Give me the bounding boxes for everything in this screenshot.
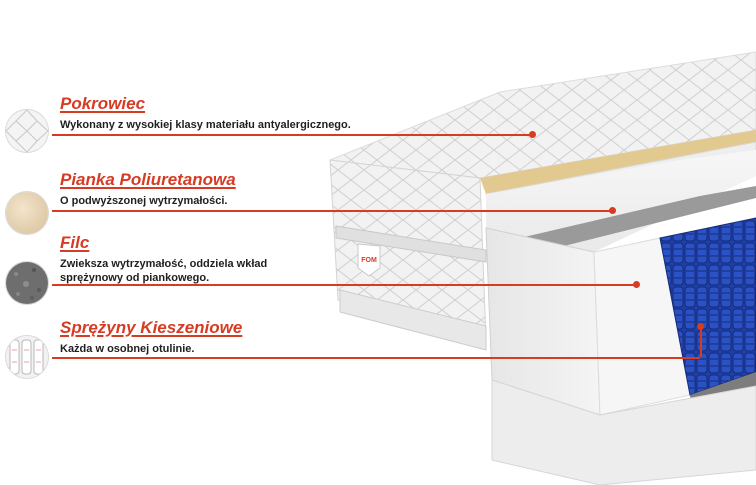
svg-text:FOM: FOM — [361, 257, 377, 264]
pocket-springs — [659, 217, 756, 396]
layer-description: Wykonany z wysokiej klasy materiału anty… — [60, 119, 351, 131]
desc-line: sprężynowy od piankowego. — [60, 272, 210, 284]
brand-logo: FOM — [357, 243, 381, 277]
layer-description: Każda w osobnej otulinie. — [60, 343, 195, 355]
pocket-springs-icon — [6, 336, 48, 378]
layer-label-filc: Filc Zwieksza wytrzymałość, oddziela wkł… — [60, 233, 267, 285]
leader-line-pianka — [52, 210, 612, 212]
leader-line-filc — [52, 284, 636, 286]
quilted-fabric-icon — [6, 110, 48, 152]
layer-description: Zwieksza wytrzymałość, oddziela wkład sp… — [60, 257, 267, 285]
layer-title: Sprężyny Kieszeniowe — [60, 318, 243, 337]
layer-label-pokrowiec: Pokrowiec Wykonany z wysokiej klasy mate… — [60, 94, 351, 132]
layer-title: Filc — [60, 233, 90, 252]
layer-label-pianka: Pianka Poliuretanowa O podwyższonej wytr… — [60, 170, 236, 208]
leader-dot-pianka — [609, 207, 616, 214]
felt-icon — [6, 262, 48, 304]
leader-line-pokrowiec — [52, 134, 532, 136]
leader-line-sprezyny-up — [700, 327, 702, 357]
layer-title: Pokrowiec — [60, 94, 146, 113]
leader-dot-pokrowiec — [529, 131, 536, 138]
desc-line: Zwieksza wytrzymałość, oddziela wkład — [60, 258, 268, 270]
layer-label-sprezyny: Sprężyny Kieszeniowe Każda w osobnej otu… — [60, 318, 242, 356]
foam-icon — [6, 192, 48, 234]
leader-dot-filc — [633, 281, 640, 288]
layer-title: Pianka Poliuretanowa — [60, 170, 236, 189]
leader-dot-sprezyny — [697, 323, 704, 330]
leader-line-sprezyny — [52, 357, 700, 359]
layer-description: O podwyższonej wytrzymałości. — [60, 195, 228, 207]
